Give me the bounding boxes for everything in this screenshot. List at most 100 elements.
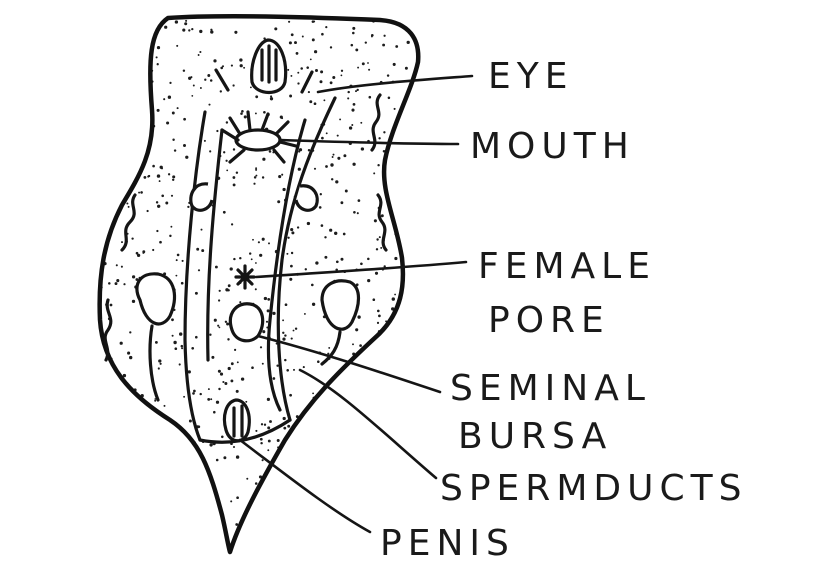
- stipple-dot: [347, 97, 349, 99]
- label-eye: EYE: [488, 56, 573, 97]
- stipple-dot: [284, 334, 286, 336]
- stipple-dot: [290, 265, 293, 268]
- stipple-dot: [321, 33, 324, 36]
- stipple-dot: [158, 359, 161, 362]
- stipple-dot: [372, 298, 375, 301]
- stipple-dot: [198, 54, 200, 56]
- stipple-dot: [129, 331, 131, 333]
- stipple-dot: [287, 425, 290, 428]
- stipple-dot: [154, 400, 156, 402]
- stipple-dot: [315, 261, 318, 264]
- stipple-dot: [214, 319, 217, 322]
- label-bursa-line2: BURSA: [458, 416, 612, 457]
- stipple-dot: [331, 178, 333, 180]
- stipple-dot: [315, 69, 318, 72]
- stipple-dot: [142, 252, 144, 254]
- stipple-dot: [299, 148, 302, 151]
- stipple-dot: [302, 36, 304, 38]
- stipple-dot: [233, 258, 235, 260]
- stipple-dot: [310, 59, 312, 61]
- stipple-dot: [127, 352, 130, 355]
- stipple-dot: [177, 107, 179, 109]
- stipple-dot: [314, 102, 317, 105]
- stipple-dot: [298, 168, 301, 171]
- stipple-dot: [218, 388, 220, 390]
- stipple-dot: [191, 95, 193, 97]
- stipple-dot: [183, 144, 186, 147]
- stipple-dot: [231, 65, 233, 67]
- stipple-dot: [210, 79, 213, 82]
- stipple-dot: [199, 51, 201, 53]
- stipple-dot: [216, 130, 218, 132]
- stipple-dot: [262, 459, 264, 461]
- stipple-dot: [160, 166, 163, 169]
- stipple-dot: [377, 310, 380, 313]
- stipple-dot: [157, 109, 160, 112]
- label-seminal-line1: SEMINAL: [450, 368, 651, 409]
- penis-organ: [224, 400, 249, 441]
- stipple-dot: [200, 87, 202, 89]
- label-penis: PENIS: [380, 523, 515, 564]
- stipple-dot: [323, 99, 325, 101]
- stipple-dot: [289, 41, 292, 44]
- stipple-dot: [341, 258, 344, 261]
- stipple-dot: [263, 111, 266, 114]
- stipple-dot: [352, 27, 355, 30]
- stipple-dot: [209, 334, 211, 336]
- stipple-dot: [177, 254, 180, 257]
- stipple-dot: [201, 249, 204, 252]
- stipple-dot: [282, 188, 285, 191]
- stipple-dot: [218, 326, 220, 328]
- stipple-dot: [286, 369, 289, 372]
- stipple-dot: [283, 417, 286, 420]
- stipple-dot: [158, 367, 160, 369]
- stipple-dot: [259, 254, 262, 257]
- stipple-dot: [287, 69, 289, 71]
- stipple-dot: [193, 390, 196, 393]
- stipple-dot: [262, 158, 265, 161]
- stipple-dot: [156, 201, 158, 203]
- stipple-dot: [175, 20, 178, 23]
- stipple-dot: [250, 86, 252, 88]
- stipple-dot: [293, 330, 295, 332]
- stipple-dot: [357, 315, 360, 318]
- stipple-dot: [181, 347, 183, 349]
- stipple-dot: [226, 121, 228, 123]
- stipple-dot: [213, 411, 216, 414]
- stipple-dot: [277, 200, 280, 203]
- stipple-dot: [220, 67, 223, 70]
- stipple-dot: [281, 174, 283, 176]
- stipple-dot: [328, 347, 330, 349]
- stipple-dot: [140, 191, 143, 194]
- stipple-dot: [255, 288, 257, 290]
- stipple-dot: [131, 237, 133, 239]
- stipple-dot: [115, 282, 118, 285]
- stipple-dot: [261, 423, 263, 425]
- stipple-dot: [174, 347, 177, 350]
- stipple-dot: [185, 156, 188, 159]
- stipple-dot: [304, 313, 306, 315]
- stipple-dot: [255, 95, 258, 98]
- stipple-dot: [255, 430, 257, 432]
- stipple-dot: [378, 137, 380, 139]
- stipple-dot: [231, 223, 233, 225]
- stipple-dot: [232, 176, 235, 179]
- stipple-dot: [157, 174, 160, 177]
- stipple-dot: [152, 249, 154, 251]
- stipple-dot: [236, 455, 239, 458]
- stipple-dot: [394, 108, 396, 110]
- stipple-dot: [357, 67, 359, 69]
- stipple-dot: [175, 275, 177, 277]
- stipple-dot: [183, 396, 185, 398]
- stipple-dot: [196, 248, 199, 251]
- stipple-dot: [291, 338, 293, 340]
- stipple-dot: [362, 62, 365, 65]
- stipple-dot: [255, 482, 258, 485]
- label-spermducts: SPERMDUCTS: [440, 468, 747, 509]
- stipple-dot: [195, 292, 198, 295]
- stipple-dot: [227, 338, 229, 340]
- stipple-dot: [314, 168, 316, 170]
- stipple-dot: [176, 45, 178, 47]
- stipple-dot: [159, 363, 161, 365]
